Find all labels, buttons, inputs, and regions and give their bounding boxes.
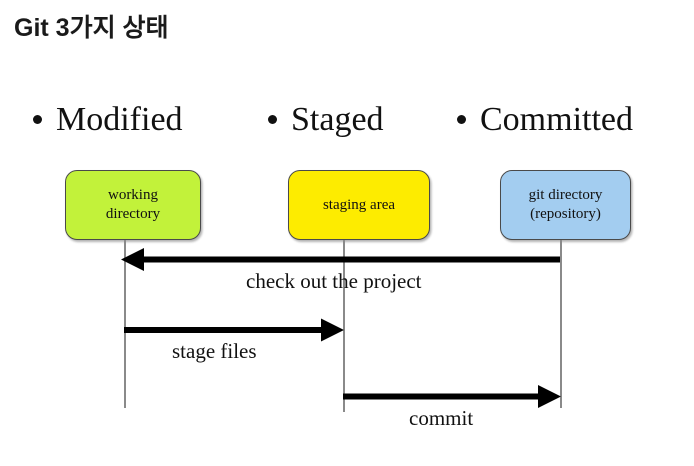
node-box-git-directory-text: git directory (repository) xyxy=(529,186,603,224)
lifeline-git-directory xyxy=(560,240,562,408)
state-label-committed-text: Committed xyxy=(480,101,633,138)
node-box-working-directory-text: working directory xyxy=(106,186,160,224)
state-label-staged-text: Staged xyxy=(291,101,384,138)
state-label-committed: Committed xyxy=(457,100,633,140)
state-label-modified: Modified xyxy=(33,100,183,140)
bullet-icon xyxy=(268,115,277,125)
arrow-label-checkout: check out the project xyxy=(246,269,422,293)
node-box-git-directory-line2: (repository) xyxy=(530,206,601,222)
arrow-checkout xyxy=(121,248,560,271)
node-box-working-directory-line2: directory xyxy=(105,206,161,222)
lifeline-staging-area xyxy=(343,240,345,412)
lifeline-working-directory xyxy=(124,240,126,408)
state-label-modified-text: Modified xyxy=(56,101,183,138)
state-label-staged: Staged xyxy=(268,100,384,140)
bullet-icon xyxy=(33,115,42,125)
arrow-label-commit: commit xyxy=(409,406,474,430)
node-box-working-directory: working directory xyxy=(65,170,201,240)
node-box-staging-area-line1: staging area xyxy=(322,196,396,213)
node-box-working-directory-line1: working xyxy=(107,187,158,203)
node-box-git-directory: git directory (repository) xyxy=(500,170,631,240)
arrow-label-stage-files: stage files xyxy=(172,339,257,363)
arrow-commit xyxy=(343,385,561,408)
page-title: Git 3가지 상태 xyxy=(14,14,169,42)
node-box-git-directory-line1: git directory xyxy=(528,187,603,203)
node-box-staging-area-text: staging area xyxy=(323,196,395,215)
node-box-staging-area: staging area xyxy=(288,170,430,240)
bullet-icon xyxy=(457,115,466,125)
